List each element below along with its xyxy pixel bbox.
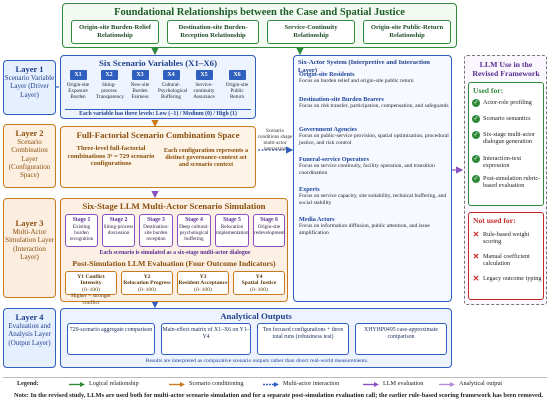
six-actor-panel: Six-Actor System (Interpretive and Inter… bbox=[293, 55, 452, 302]
relationship-box-3: Service-Continuity Relationship bbox=[267, 20, 355, 44]
layer-1-label: Layer 1 Scenario Variable Layer (Driver … bbox=[3, 60, 56, 115]
legend-arrow-lightpurple-icon bbox=[439, 382, 455, 387]
legend-arrow-purple-icon bbox=[363, 382, 379, 387]
legend-interaction: Multi-actor interaction bbox=[283, 380, 340, 387]
legend-arrow-orange-icon bbox=[169, 382, 185, 387]
layer-1-desc: Scenario Variable Layer (Driver Layer) bbox=[4, 74, 55, 99]
used-for-title: Used for: bbox=[473, 86, 504, 95]
layer-4-desc: Evaluation and Analysis Layer (Output La… bbox=[8, 322, 51, 347]
foundational-relationships-panel: Foundational Relationships between the C… bbox=[62, 3, 457, 48]
scenario-variables-title: Six Scenario Variables (X1–X6) bbox=[98, 58, 218, 68]
combination-meaning-text: Each configuration represents a distinct… bbox=[163, 147, 249, 169]
variable-levels-note: Each variable has three levels: Low (−1)… bbox=[65, 109, 251, 117]
layer-3-desc: Multi-Actor Simulation Layer (Interactio… bbox=[5, 228, 54, 261]
not-used-item-1: ✕Rule-based weight scoring bbox=[472, 230, 530, 246]
layer-2-name: Layer 2 bbox=[15, 128, 44, 138]
conditioning-label: Scenario conditions shape multi-actor in… bbox=[257, 128, 293, 152]
not-used-box: Not used for: ✕Rule-based weight scoring… bbox=[468, 212, 544, 300]
used-item-5: ✓Post-simulation rubric-based evaluation bbox=[472, 175, 541, 190]
output-box-3: Ten focused configurations + three total… bbox=[257, 323, 349, 355]
output-box-4: XHYHP0495 case-approximate comparison bbox=[355, 323, 447, 355]
layer-3-name: Layer 3 bbox=[15, 218, 44, 228]
not-used-item-2: ✕Manual coefficient calculation bbox=[472, 252, 530, 268]
layer-3-label: Layer 3 Multi-Actor Simulation Layer (In… bbox=[3, 198, 56, 298]
used-for-box: Used for: ✓Actor-role profiling ✓Scenari… bbox=[468, 82, 544, 206]
llm-use-title: LLM Use in the Revised Framework bbox=[472, 60, 540, 78]
layer-1-name: Layer 1 bbox=[15, 64, 44, 74]
not-used-item-3: ✕Legacy outcome typing bbox=[472, 274, 542, 283]
legend-arrow-blue-icon bbox=[263, 382, 279, 387]
output-box-2: Main-effect matrix of X1–X6 on Y1–Y4 bbox=[161, 323, 251, 355]
cross-icon: ✕ bbox=[472, 274, 480, 283]
legend-arrow-green-icon bbox=[69, 382, 85, 387]
footnote: Note: In the revised study, LLMs are use… bbox=[14, 392, 544, 399]
combination-space-panel: Full-Factorial Scenario Combination Spac… bbox=[60, 126, 256, 188]
simulation-panel: Six-Stage LLM Multi-Actor Scenario Simul… bbox=[60, 198, 288, 306]
cross-icon: ✕ bbox=[472, 230, 480, 239]
used-item-4: ✓Interaction-text expression bbox=[472, 155, 522, 170]
layer-4-name: Layer 4 bbox=[15, 312, 44, 322]
layer-2-desc: Scenario Combination Layer (Configuratio… bbox=[8, 138, 51, 180]
check-icon: ✓ bbox=[472, 115, 480, 123]
output-box-1: 729-scenario aggregate comparison bbox=[67, 323, 155, 355]
cross-icon: ✕ bbox=[472, 252, 480, 261]
combination-space-title: Full-Factorial Scenario Combination Spac… bbox=[76, 130, 240, 140]
check-icon: ✓ bbox=[472, 175, 480, 183]
check-icon: ✓ bbox=[472, 99, 480, 107]
legend-conditioning: Scenario conditioning bbox=[189, 380, 244, 387]
relationship-box-2: Destination-site Burden-Reception Relati… bbox=[167, 20, 259, 44]
foundational-title: Foundational Relationships between the C… bbox=[114, 7, 405, 18]
relationship-box-1: Origin-site Burden-Relief Relationship bbox=[71, 20, 159, 44]
analytical-outputs-panel: Analytical Outputs 729-scenario aggregat… bbox=[60, 308, 452, 368]
relationship-box-4: Origin-site Public-Return Relationship bbox=[363, 20, 451, 44]
indicator-y1: Y1 Conflict Intensity(0–100)Higher = str… bbox=[65, 271, 117, 306]
used-item-2: ✓Scenario semantics bbox=[472, 115, 531, 123]
combination-count-text: Three-level full-factorial combinations … bbox=[67, 145, 155, 168]
legend-logical: Logical relationship bbox=[89, 380, 139, 387]
layer-4-label: Layer 4 Evaluation and Analysis Layer (O… bbox=[3, 308, 56, 368]
evaluation-title: Post-Simulation LLM Evaluation (Four Out… bbox=[72, 259, 276, 268]
simulation-title: Six-Stage LLM Multi-Actor Scenario Simul… bbox=[82, 201, 266, 211]
used-item-3: ✓Six-stage multi-actor dialogue generati… bbox=[472, 131, 536, 146]
analytical-outputs-title: Analytical Outputs bbox=[220, 311, 292, 321]
six-actor-title: Six-Actor System (Interpretive and Inter… bbox=[298, 59, 430, 74]
llm-use-panel: LLM Use in the Revised Framework Used fo… bbox=[464, 55, 547, 305]
legend: Legend: Logical relationship Scenario co… bbox=[3, 377, 547, 389]
layer-2-label: Layer 2 Scenario Combination Layer (Conf… bbox=[3, 124, 56, 188]
outputs-note: Results are interpreted as comparative s… bbox=[145, 358, 369, 364]
not-used-title: Not used for: bbox=[473, 216, 516, 225]
simulation-note: Each scenario is simulated as a six-stag… bbox=[99, 250, 251, 256]
legend-title: Legend: bbox=[17, 380, 39, 387]
check-icon: ✓ bbox=[472, 131, 480, 139]
check-icon: ✓ bbox=[472, 155, 480, 163]
used-item-1: ✓Actor-role profiling bbox=[472, 99, 532, 107]
legend-evaluation: LLM evaluation bbox=[383, 380, 424, 387]
legend-output: Analytical output bbox=[459, 380, 503, 387]
